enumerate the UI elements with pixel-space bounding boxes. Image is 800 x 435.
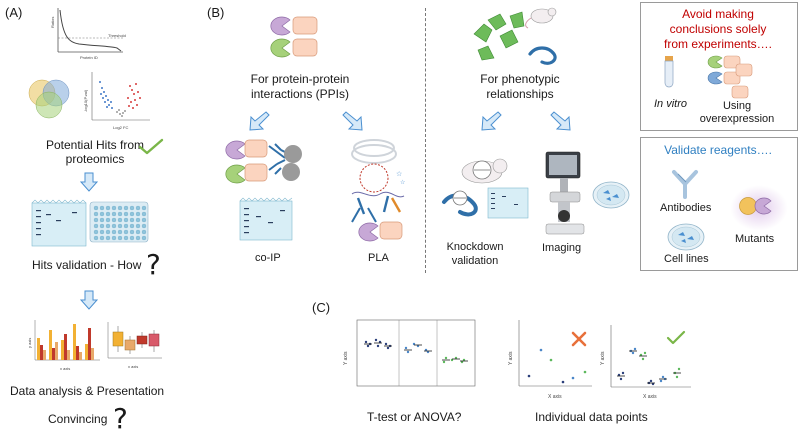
volcano-plot — [91, 72, 150, 121]
microscope-icon — [545, 151, 585, 235]
potential-hits-text: Potential Hits from proteomics — [45, 138, 145, 166]
plot-b-xaxis: X axis — [643, 394, 657, 400]
gel-image — [31, 199, 87, 247]
arrow-down-right-icon — [342, 111, 363, 131]
co-ip-label: co-IP — [255, 252, 281, 264]
bar-chart-yaxis: y axis — [27, 337, 32, 348]
venn-diagram — [28, 79, 70, 119]
ratio-plot-threshold: Threshold — [108, 33, 126, 38]
check-icon — [138, 138, 164, 155]
knockdown-illustration — [442, 158, 529, 219]
panel-b-divider — [425, 8, 426, 273]
arrow-down-left-icon — [249, 111, 270, 131]
ratio-plot-ylabel: Ratios — [50, 16, 55, 28]
box-plot-xaxis: x axis — [128, 364, 139, 369]
cells-mouse-worm-illustration — [473, 7, 557, 65]
pla-label: PLA — [368, 252, 389, 264]
ratio-plot-xlabel: Protein ID — [80, 55, 98, 60]
well-plate-image — [89, 201, 149, 243]
down-arrow-icon — [79, 290, 99, 310]
petri-dish-icon — [592, 181, 630, 209]
imaging-label: Imaging — [542, 242, 582, 254]
test-tube-icon — [664, 56, 674, 88]
antibody-icon — [672, 170, 698, 199]
ppi-heading: For protein-protein interactions (PPIs) — [250, 72, 350, 101]
question-mark-icon: ? — [113, 402, 128, 435]
mutants-icon — [739, 197, 772, 215]
svg-text:☆: ☆ — [396, 170, 402, 178]
co-ip-illustration — [225, 139, 302, 184]
panel-b-label: (B) — [207, 5, 225, 20]
pla-illustration: ☆ ☆ — [351, 139, 405, 242]
individual-points-plot-a — [518, 320, 592, 387]
bar-chart-thumbnail — [34, 320, 100, 361]
hits-validation-text: Hits validation - How — [32, 258, 142, 272]
arrow-down-right-icon — [550, 111, 571, 131]
volcano-xlabel: Log2 FC — [113, 125, 129, 130]
overexpression-proteins-icon — [707, 55, 753, 99]
svg-text:☆: ☆ — [400, 179, 405, 186]
cell-lines-dish-icon — [667, 223, 705, 251]
knockdown-label: Knockdown validation — [446, 241, 504, 267]
co-ip-gel — [239, 197, 293, 241]
plot-a-xaxis: X axis — [548, 394, 562, 400]
phenotype-heading: For phenotypic relationships — [480, 72, 560, 101]
panel-c-label: (C) — [312, 300, 331, 315]
plot-b-yaxis: Y axis — [600, 351, 606, 365]
ttest-question-text: T-test or ANOVA? — [367, 410, 462, 424]
volcano-ylabel: -log10(P.val) — [83, 89, 88, 112]
cross-icon — [571, 331, 587, 347]
panel-a-label: (A) — [5, 5, 23, 20]
grouped-dot-plot — [356, 319, 476, 387]
in-vitro-label: In vitro — [654, 98, 688, 110]
validate-reagents-heading: Validate reagents…. — [664, 143, 772, 157]
individual-data-points-text: Individual data points — [535, 410, 648, 424]
down-arrow-icon — [79, 172, 99, 192]
bar-chart-xaxis: x axis — [60, 366, 71, 371]
ratio-plot — [57, 8, 123, 53]
convincing-text: Convincing — [48, 412, 108, 426]
avoid-conclusions-heading: Avoid making conclusions solely from exp… — [663, 7, 773, 51]
data-analysis-text: Data analysis & Presentation — [10, 384, 165, 398]
question-mark-icon: ? — [146, 248, 161, 281]
check-icon — [666, 330, 686, 345]
individual-points-plot-b — [610, 325, 691, 388]
using-overexpression-label: Using overexpression — [699, 100, 775, 125]
protein-interaction-icon — [270, 16, 318, 58]
plot-a-yaxis: Y axis — [508, 351, 514, 365]
grouped-plot-yaxis: Y axis — [343, 351, 349, 365]
box-plot-thumbnail — [107, 322, 162, 359]
cell-lines-label: Cell lines — [664, 253, 709, 265]
arrow-down-left-icon — [481, 111, 502, 131]
mutants-label: Mutants — [735, 233, 775, 245]
antibodies-label: Antibodies — [660, 202, 712, 214]
